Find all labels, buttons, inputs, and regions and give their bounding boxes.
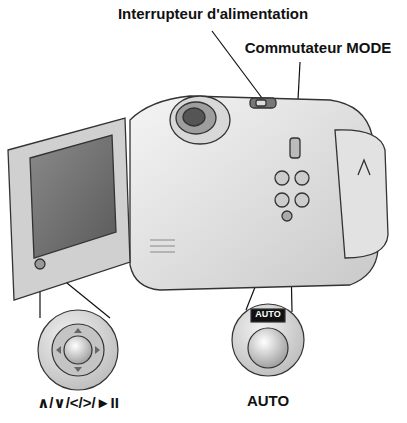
auto-button-detail [232,304,304,376]
camcorder-body [8,96,388,300]
part-label: Interrupteur d'alimentation [118,6,308,23]
button-marking: AUTO [255,310,280,320]
joystick-detail [38,310,118,390]
part-label: ∧/∨/</>/►II [37,395,119,412]
part-label: Commutateur MODE [245,40,392,57]
part-label: AUTO [247,393,289,410]
